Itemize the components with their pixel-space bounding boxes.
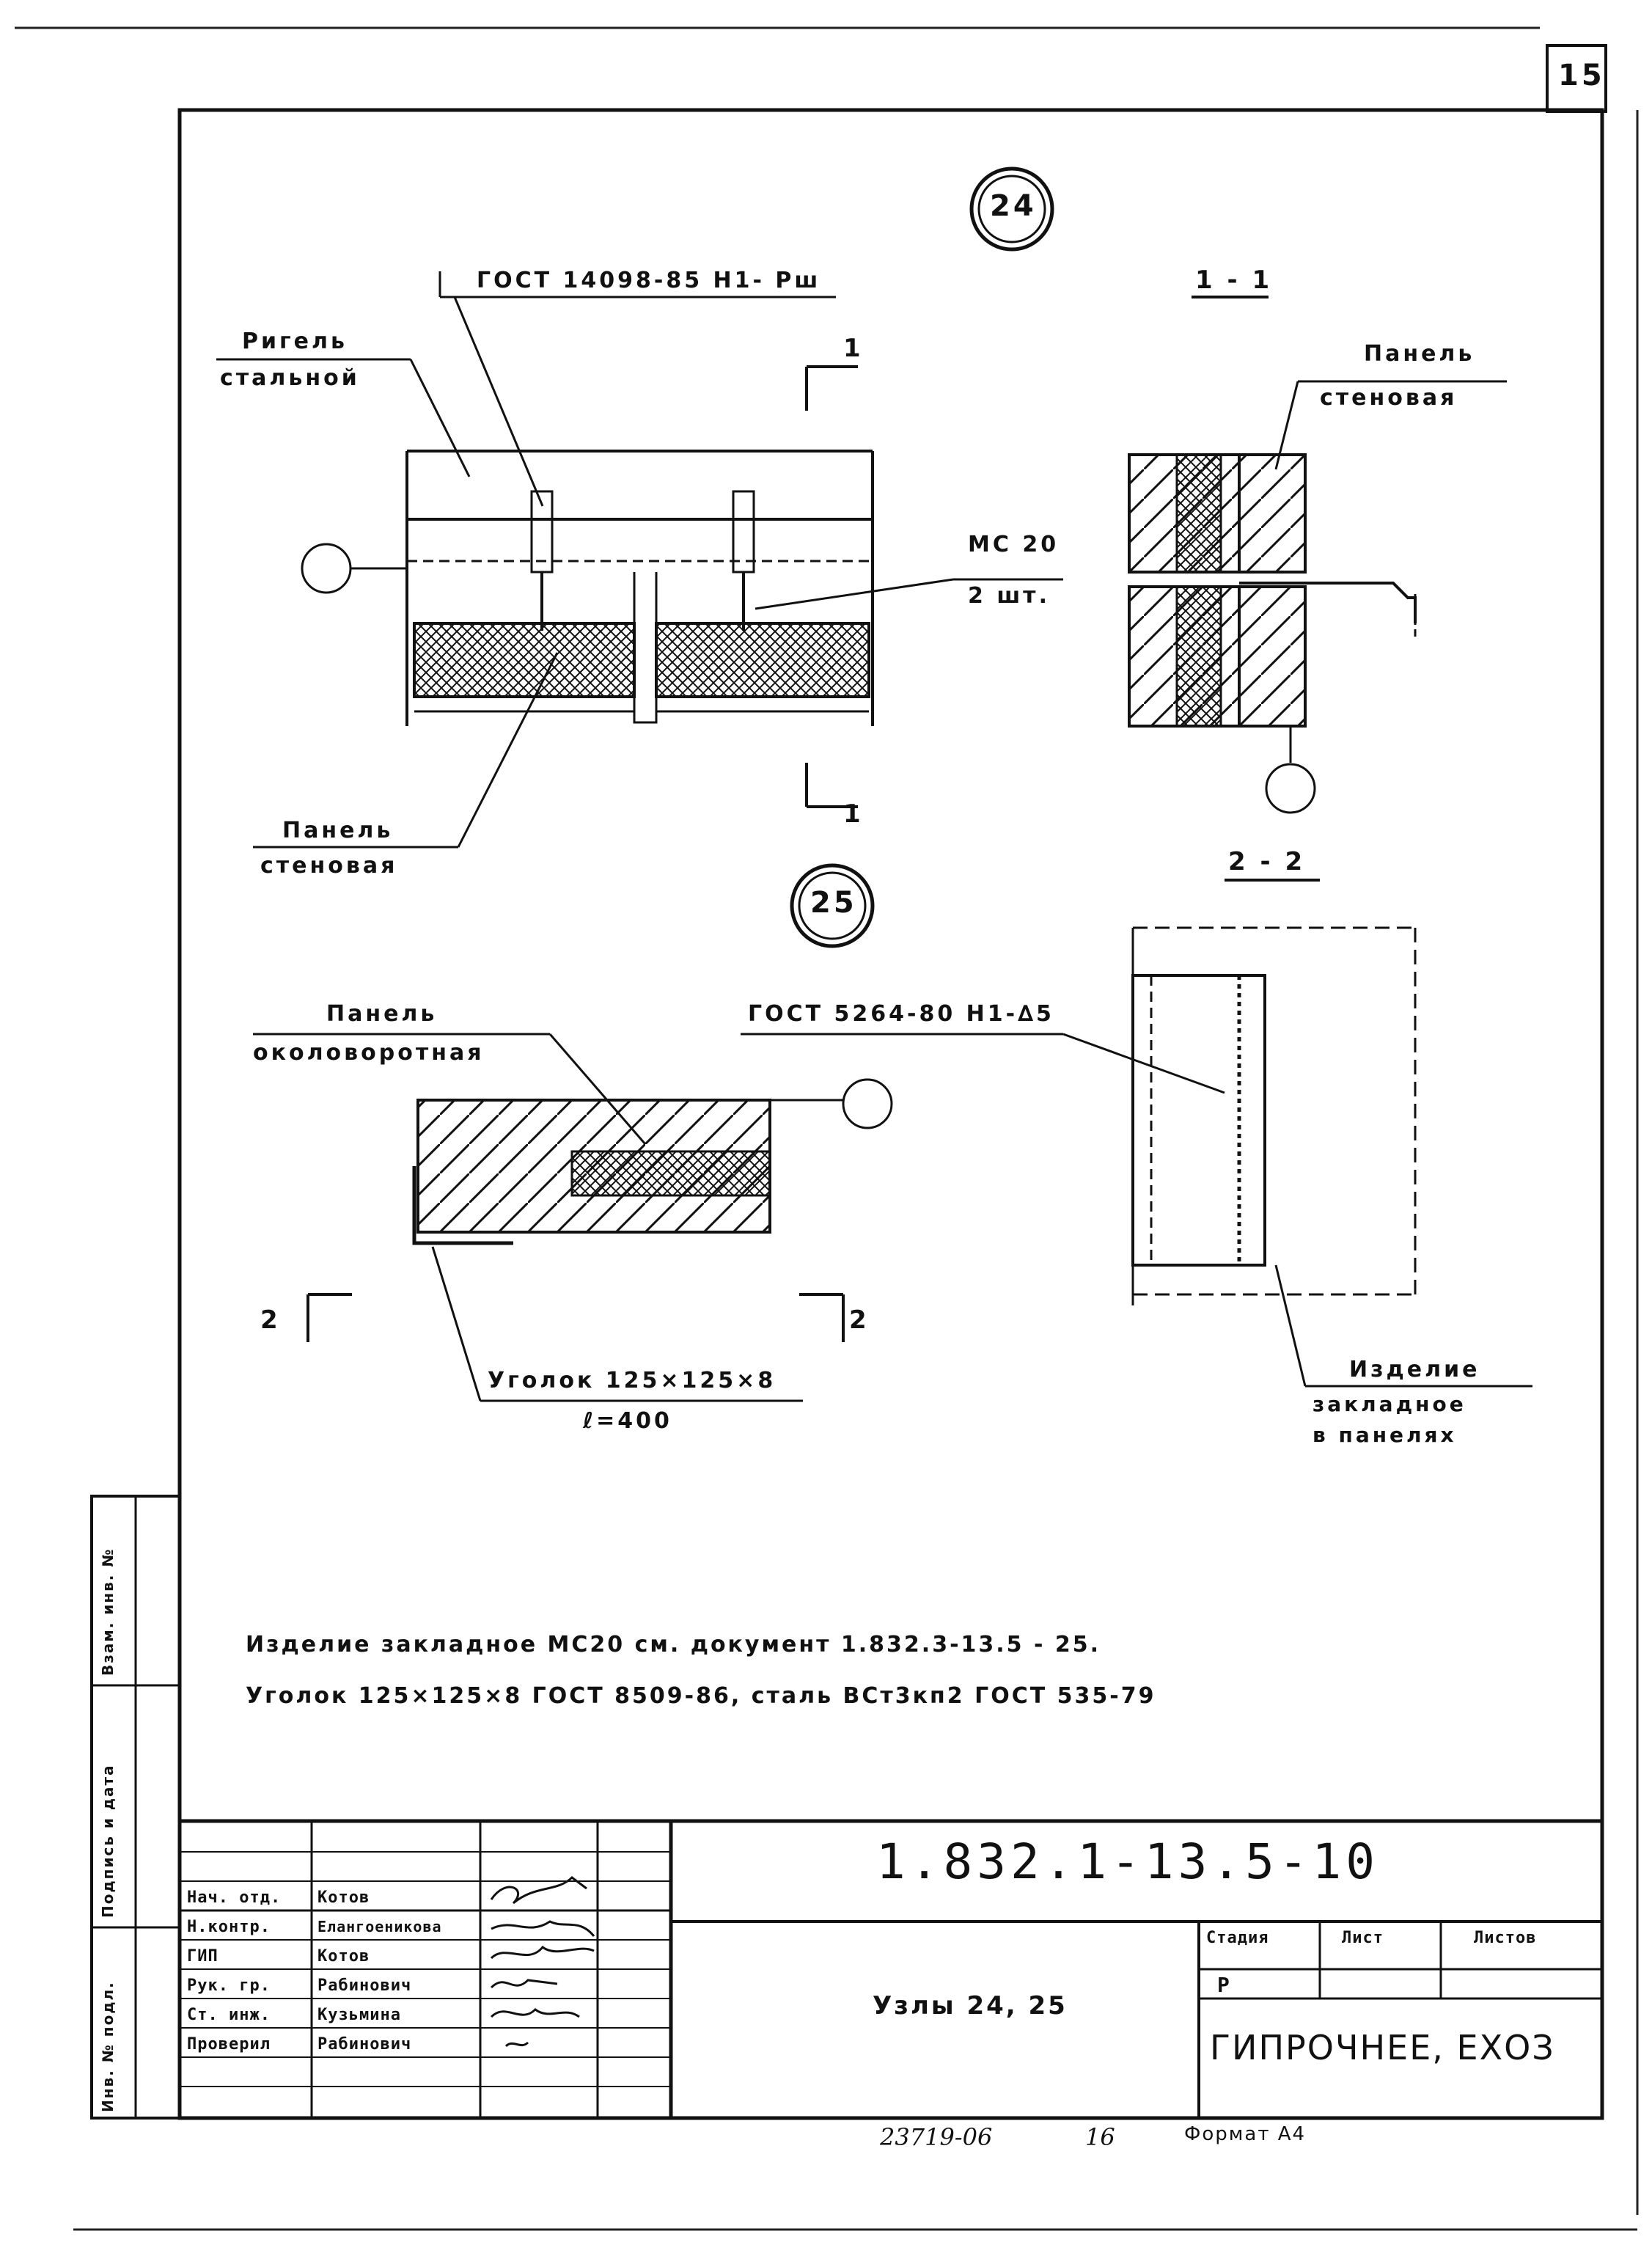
section-mark-2-right: 2 — [849, 1305, 870, 1335]
name-1: Котов — [317, 1889, 370, 1907]
section-1-1-panel-label-line2: стеновая — [1320, 385, 1458, 411]
organization: ГИПРОЧНЕЕ, ЕХОЗ — [1210, 2028, 1555, 2067]
mc-qty: 2 шт. — [968, 583, 1050, 609]
item-label: Изделие — [1349, 1357, 1480, 1382]
role-6: Проверил — [187, 2035, 271, 2054]
section-1-1-panel-label: Панель — [1364, 341, 1475, 367]
section-mark-1-bottom: 1 — [843, 799, 864, 829]
document-code: 1.832.1-13.5-10 — [876, 1833, 1380, 1890]
section-1-1-title: 1 - 1 — [1195, 265, 1273, 295]
sheets-label: Листов — [1474, 1929, 1537, 1947]
format-label: Формат А4 — [1184, 2123, 1307, 2145]
rigel-label: Ригель — [242, 329, 348, 354]
sheet-label: Лист — [1342, 1929, 1384, 1947]
panel-label-25-line2: околоворотная — [253, 1040, 485, 1066]
node-25-number: 25 — [810, 886, 857, 920]
copy-sheet: 16 — [1085, 2123, 1115, 2151]
panel-label-24: Панель — [282, 818, 394, 843]
side-stamp-signature: Подпись и дата — [99, 1764, 117, 1918]
stage-label: Стадия — [1206, 1929, 1269, 1947]
role-2: Н.контр. — [187, 1918, 271, 1936]
section-2-2-title: 2 - 2 — [1228, 847, 1306, 876]
angle-label: Уголок 125×125×8 — [488, 1368, 777, 1393]
name-5: Кузьмина — [317, 2006, 401, 2024]
angle-length: ℓ=400 — [583, 1408, 672, 1434]
sheet-title: Узлы 24, 25 — [873, 1991, 1068, 2021]
role-5: Ст. инж. — [187, 2006, 271, 2024]
gost-weld-label-25: ГОСТ 5264-80 Н1-∆5 — [748, 1001, 1054, 1027]
name-4: Рабинович — [317, 1977, 412, 1995]
item-label-line3: в панелях — [1313, 1423, 1457, 1447]
section-mark-1-top: 1 — [843, 334, 864, 363]
stage-value: Р — [1217, 1973, 1230, 1997]
copy-number: 23719-06 — [880, 2123, 993, 2151]
name-3: Котов — [317, 1947, 370, 1966]
side-stamp-replace: Взам. инв. № — [99, 1547, 117, 1676]
node-24-number: 24 — [990, 189, 1037, 223]
note-line-2: Уголок 125×125×8 ГОСТ 8509-86, сталь ВСт… — [246, 1683, 1156, 1709]
role-4: Рук. гр. — [187, 1977, 271, 1995]
name-6: Рабинович — [317, 2035, 412, 2054]
name-2: Елангоеникова — [317, 1918, 442, 1935]
gost-weld-label-24: ГОСТ 14098-85 Н1- Рш — [477, 268, 821, 293]
mc-mark: МС 20 — [968, 532, 1060, 557]
rigel-label-line2: стальной — [220, 365, 360, 391]
panel-label-24-line2: стеновая — [260, 853, 398, 879]
role-1: Нач. отд. — [187, 1889, 282, 1907]
panel-label-25: Панель — [326, 1001, 438, 1027]
item-label-line2: закладное — [1313, 1392, 1466, 1416]
page-number: 15 — [1558, 59, 1605, 92]
side-stamp-inv: Инв. № подл. — [99, 1981, 117, 2112]
section-mark-2-left: 2 — [260, 1305, 281, 1335]
signatures — [490, 1876, 595, 2048]
role-3: ГИП — [187, 1947, 219, 1966]
note-line-1: Изделие закладное МС20 см. документ 1.83… — [246, 1632, 1101, 1657]
